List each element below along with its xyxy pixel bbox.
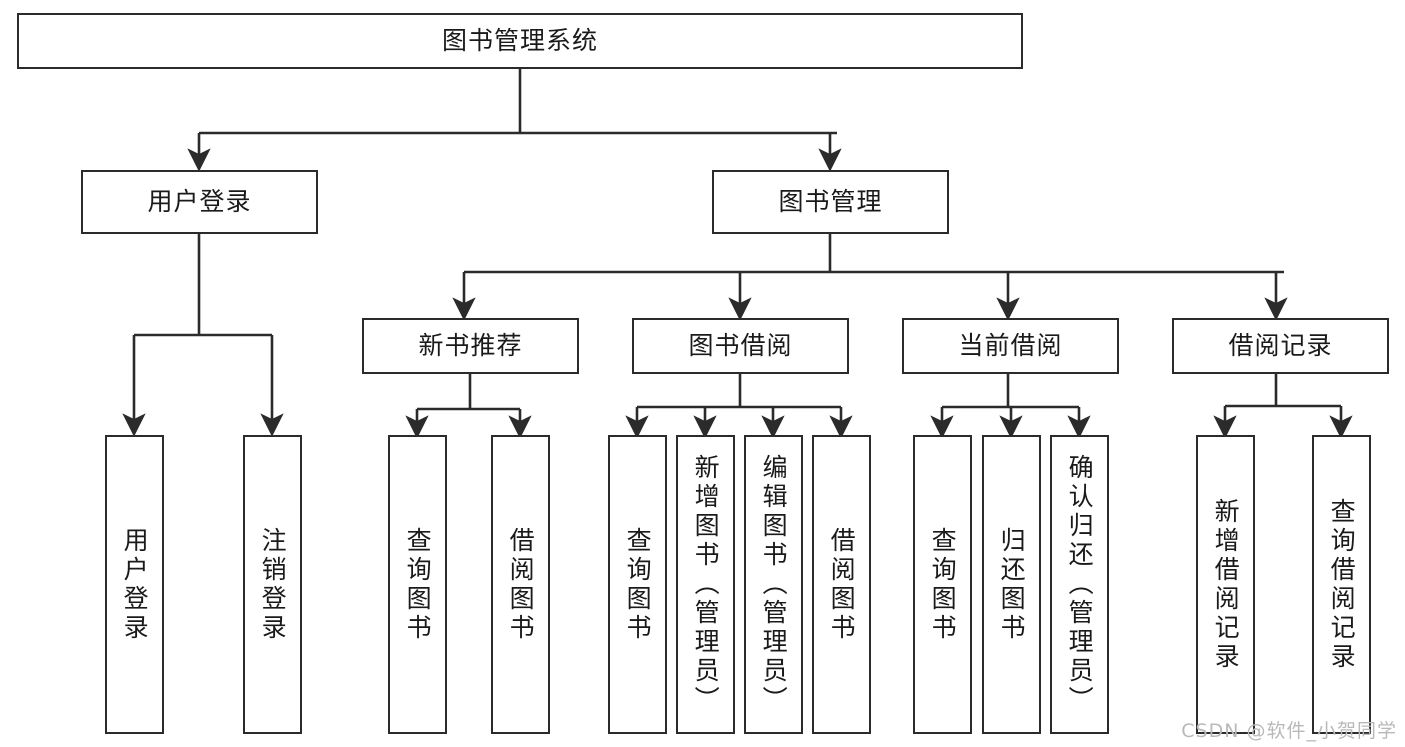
leaf-add-book-admin: 新增图书（管理员） [676, 435, 735, 734]
node-current-borrow: 当前借阅 [902, 318, 1119, 374]
node-book-borrow: 图书借阅 [632, 318, 849, 374]
leaf-borrow-book: 借阅图书 [812, 435, 871, 734]
leaf-query-book-borrow: 查询图书 [608, 435, 667, 734]
leaf-borrow-book-recommend: 借阅图书 [491, 435, 550, 734]
leaf-add-borrow-record: 新增借阅记录 [1196, 435, 1255, 734]
leaf-edit-book-admin: 编辑图书（管理员） [744, 435, 803, 734]
node-user-login: 用户登录 [81, 170, 318, 234]
csdn-watermark: CSDN @软件_小贺同学 [1181, 720, 1397, 742]
leaf-query-book-recommend: 查询图书 [388, 435, 447, 734]
node-book-management: 图书管理 [712, 170, 949, 234]
node-root-system: 图书管理系统 [17, 13, 1023, 69]
leaf-query-borrow-record: 查询借阅记录 [1312, 435, 1371, 734]
leaf-confirm-return-admin: 确认归还（管理员） [1050, 435, 1109, 734]
node-new-book-recommend: 新书推荐 [362, 318, 579, 374]
node-borrow-record: 借阅记录 [1172, 318, 1389, 374]
leaf-query-book-current: 查询图书 [913, 435, 972, 734]
leaf-return-book: 归还图书 [982, 435, 1041, 734]
leaf-logout: 注销登录 [243, 435, 302, 734]
leaf-user-login: 用户登录 [105, 435, 164, 734]
